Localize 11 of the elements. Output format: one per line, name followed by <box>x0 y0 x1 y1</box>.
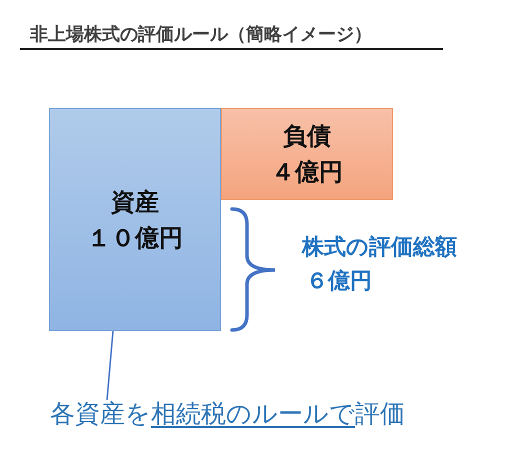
block-heading: 負債 <box>283 121 331 152</box>
assets-block <box>49 108 221 331</box>
amount-text: １０億円 <box>87 222 183 254</box>
equity-label: 株式の評価総額 <box>302 234 457 262</box>
title-text: 非上場株式の評価ルール（簡略イメージ） <box>30 23 372 47</box>
block-heading: 資産 <box>111 186 159 218</box>
amount-text: ６億円 <box>306 268 372 296</box>
liabilities-block <box>221 108 393 200</box>
leader-line <box>106 330 114 400</box>
note-text: 各資産を相続税のルールで評価 <box>50 398 405 430</box>
amount-text: ４億円 <box>271 157 343 188</box>
